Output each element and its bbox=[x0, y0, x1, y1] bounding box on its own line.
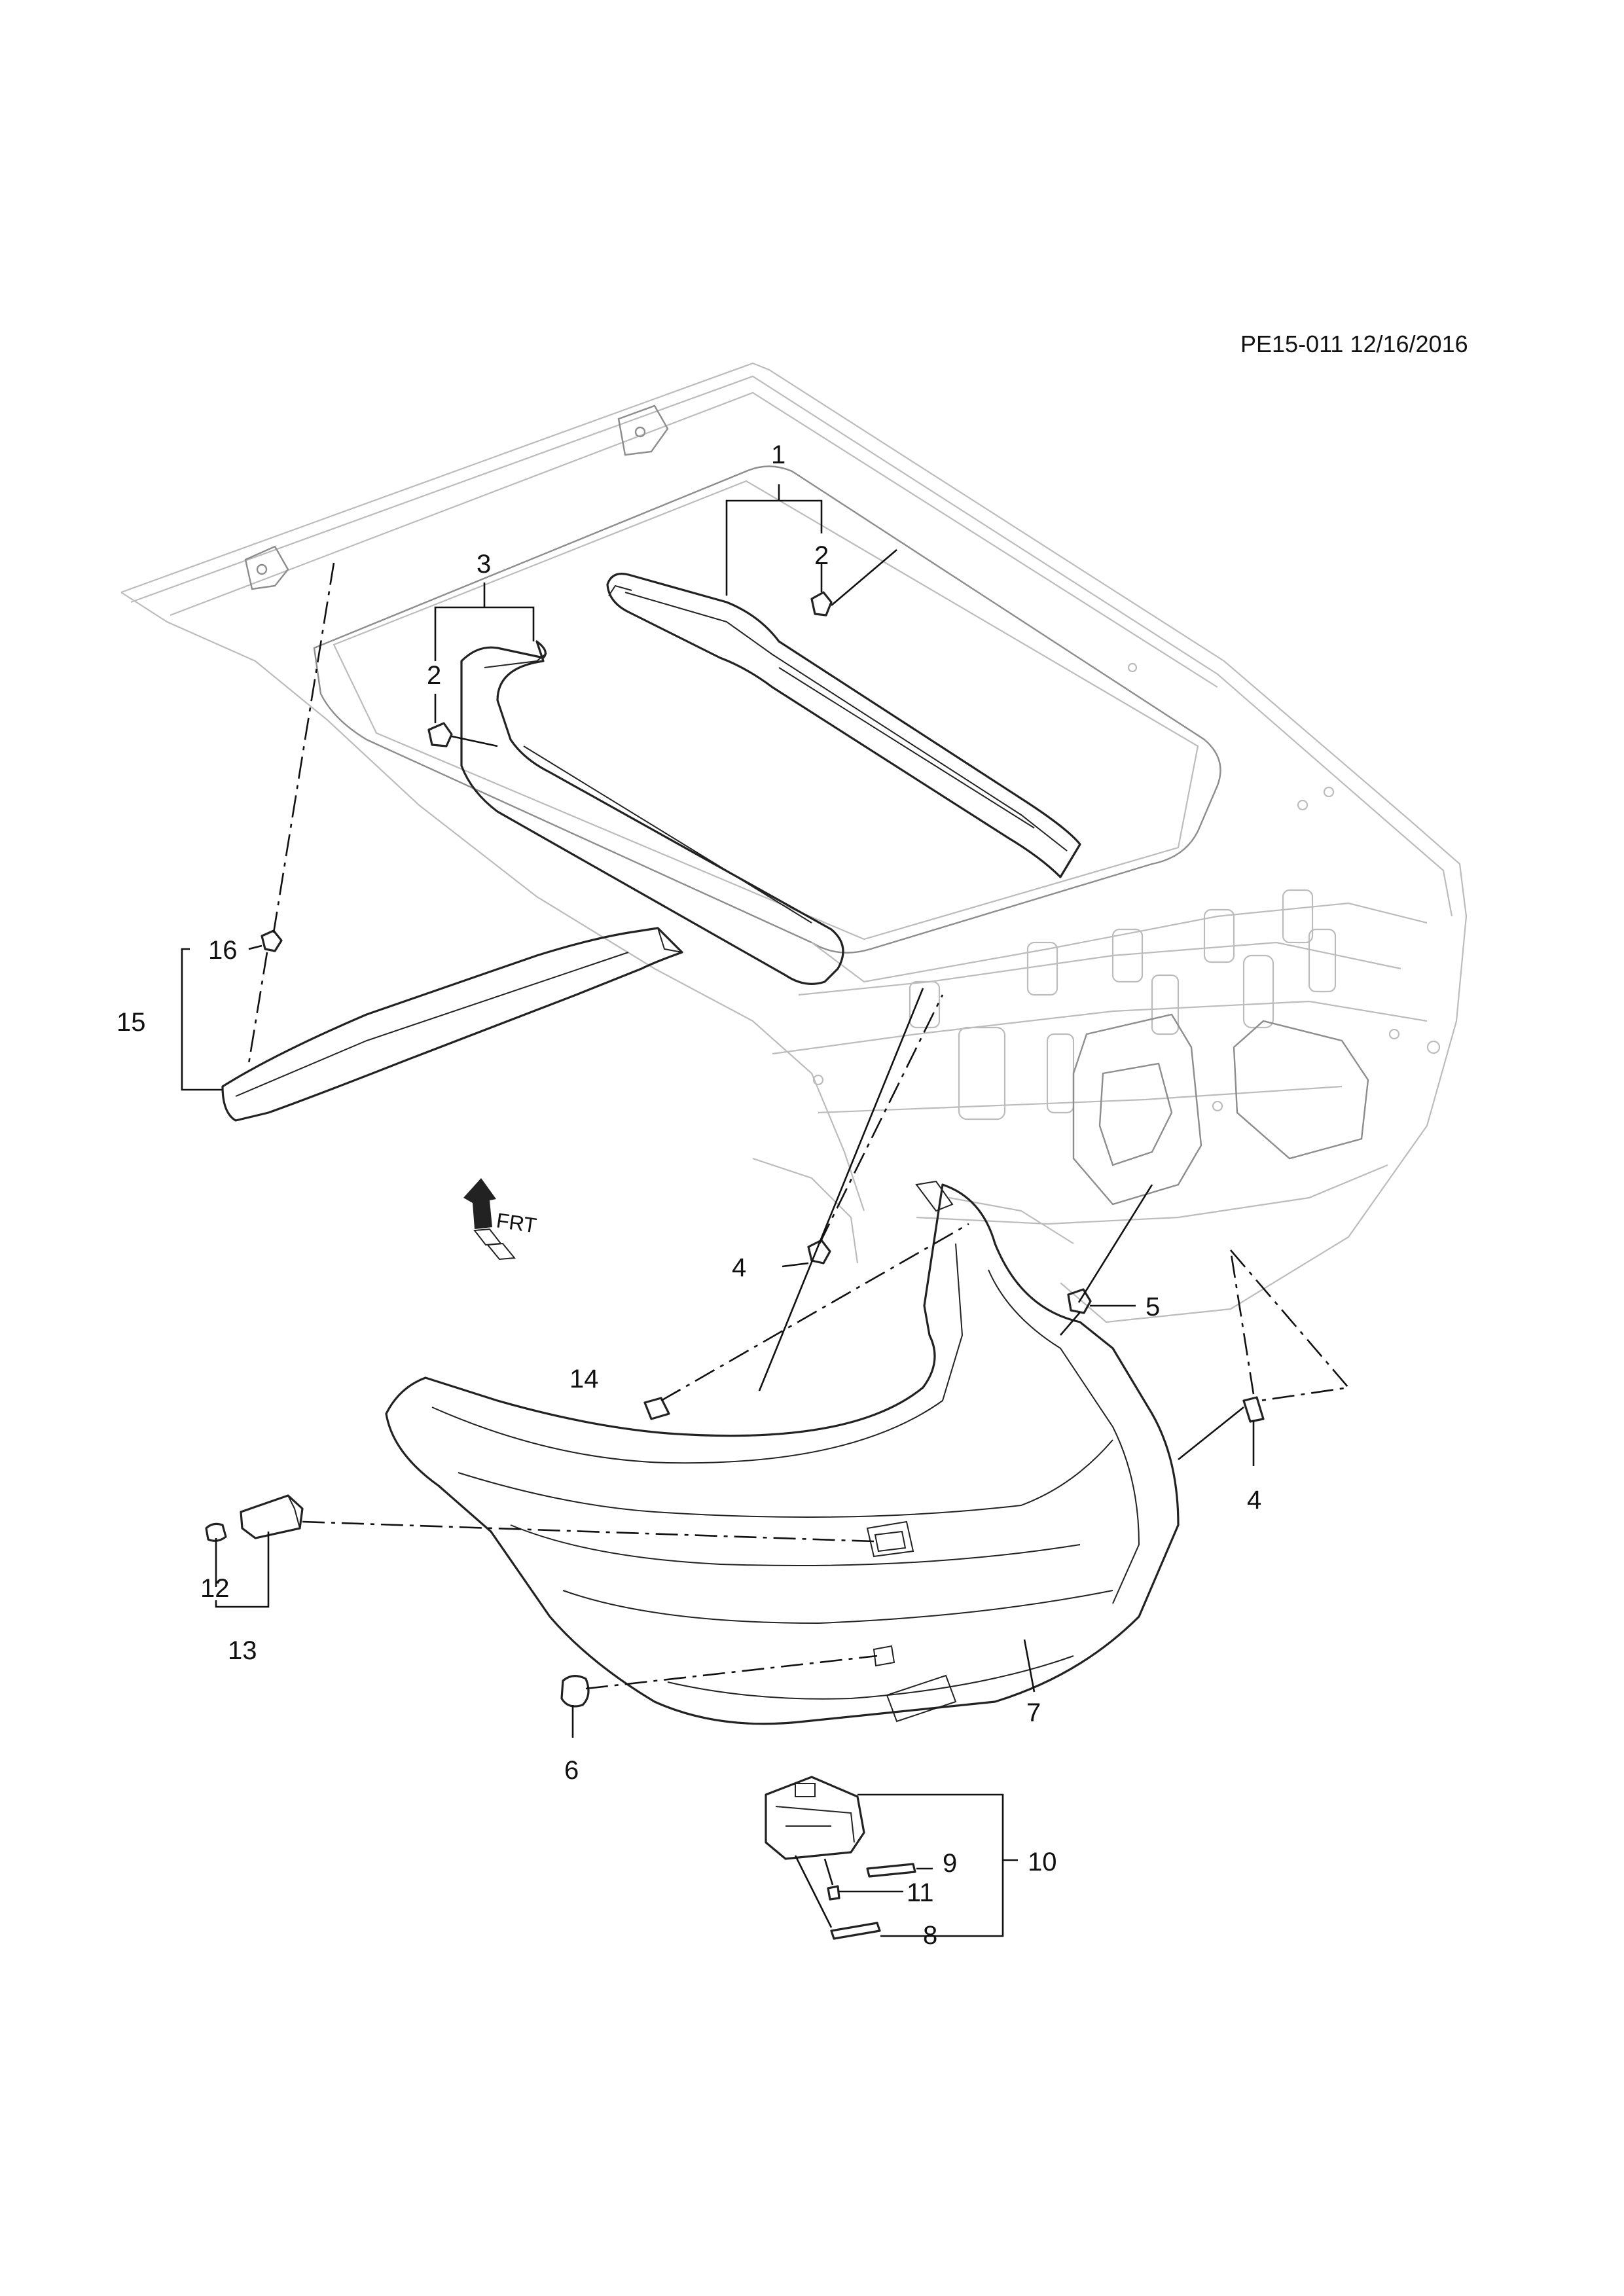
callout-2b: 2 bbox=[427, 661, 441, 690]
callout-10: 10 bbox=[1028, 1848, 1057, 1876]
part-9-bolt bbox=[866, 1863, 916, 1878]
callout-13: 13 bbox=[228, 1636, 257, 1665]
front-direction-label: FRT bbox=[495, 1208, 538, 1237]
part-11-screw bbox=[827, 1885, 840, 1901]
part-5-clip bbox=[1067, 1288, 1092, 1314]
callout-4a: 4 bbox=[732, 1253, 746, 1282]
part-3-side-trim-panel bbox=[460, 640, 844, 985]
callout-1: 1 bbox=[771, 440, 785, 469]
part-2-clip-lower bbox=[427, 722, 453, 747]
part-1-upper-trim-panel bbox=[606, 573, 1081, 878]
callout-15: 15 bbox=[117, 1008, 146, 1037]
callout-labels: 1 2 3 2 16 15 4 5 14 4 12 13 7 6 9 10 11… bbox=[117, 440, 1261, 1950]
document-reference: PE15-011 12/16/2016 bbox=[1240, 331, 1468, 357]
callout-6: 6 bbox=[564, 1756, 579, 1785]
part-14-clip bbox=[643, 1397, 670, 1420]
part-15-lower-side-trim bbox=[221, 927, 683, 1122]
callout-14: 14 bbox=[569, 1365, 599, 1393]
callout-4b: 4 bbox=[1247, 1486, 1261, 1515]
callout-2a: 2 bbox=[814, 541, 829, 570]
callout-9: 9 bbox=[943, 1849, 957, 1878]
callout-7: 7 bbox=[1026, 1698, 1041, 1727]
part-13-lamp-housing bbox=[240, 1494, 304, 1539]
part-4-clip-right bbox=[1242, 1396, 1265, 1423]
liftgate-body bbox=[120, 362, 1468, 1323]
callout-11: 11 bbox=[907, 1878, 934, 1907]
part-2-clip-upper bbox=[810, 591, 833, 617]
callout-3: 3 bbox=[477, 550, 491, 579]
alignment-lines bbox=[247, 562, 1350, 1690]
callout-12: 12 bbox=[200, 1574, 230, 1603]
leader-lines bbox=[181, 484, 1255, 1937]
callout-16: 16 bbox=[208, 936, 238, 965]
part-12-bulb bbox=[205, 1522, 227, 1542]
part-8-pin bbox=[830, 1922, 881, 1940]
part-16-clip bbox=[261, 929, 283, 952]
part-7-lower-trim-panel bbox=[385, 1180, 1180, 1725]
callout-8: 8 bbox=[923, 1921, 937, 1950]
part-6-plug bbox=[560, 1675, 590, 1708]
front-direction-arrow-icon bbox=[463, 1178, 516, 1261]
part-10-latch-assembly bbox=[765, 1776, 865, 1860]
callout-5: 5 bbox=[1146, 1293, 1160, 1321]
